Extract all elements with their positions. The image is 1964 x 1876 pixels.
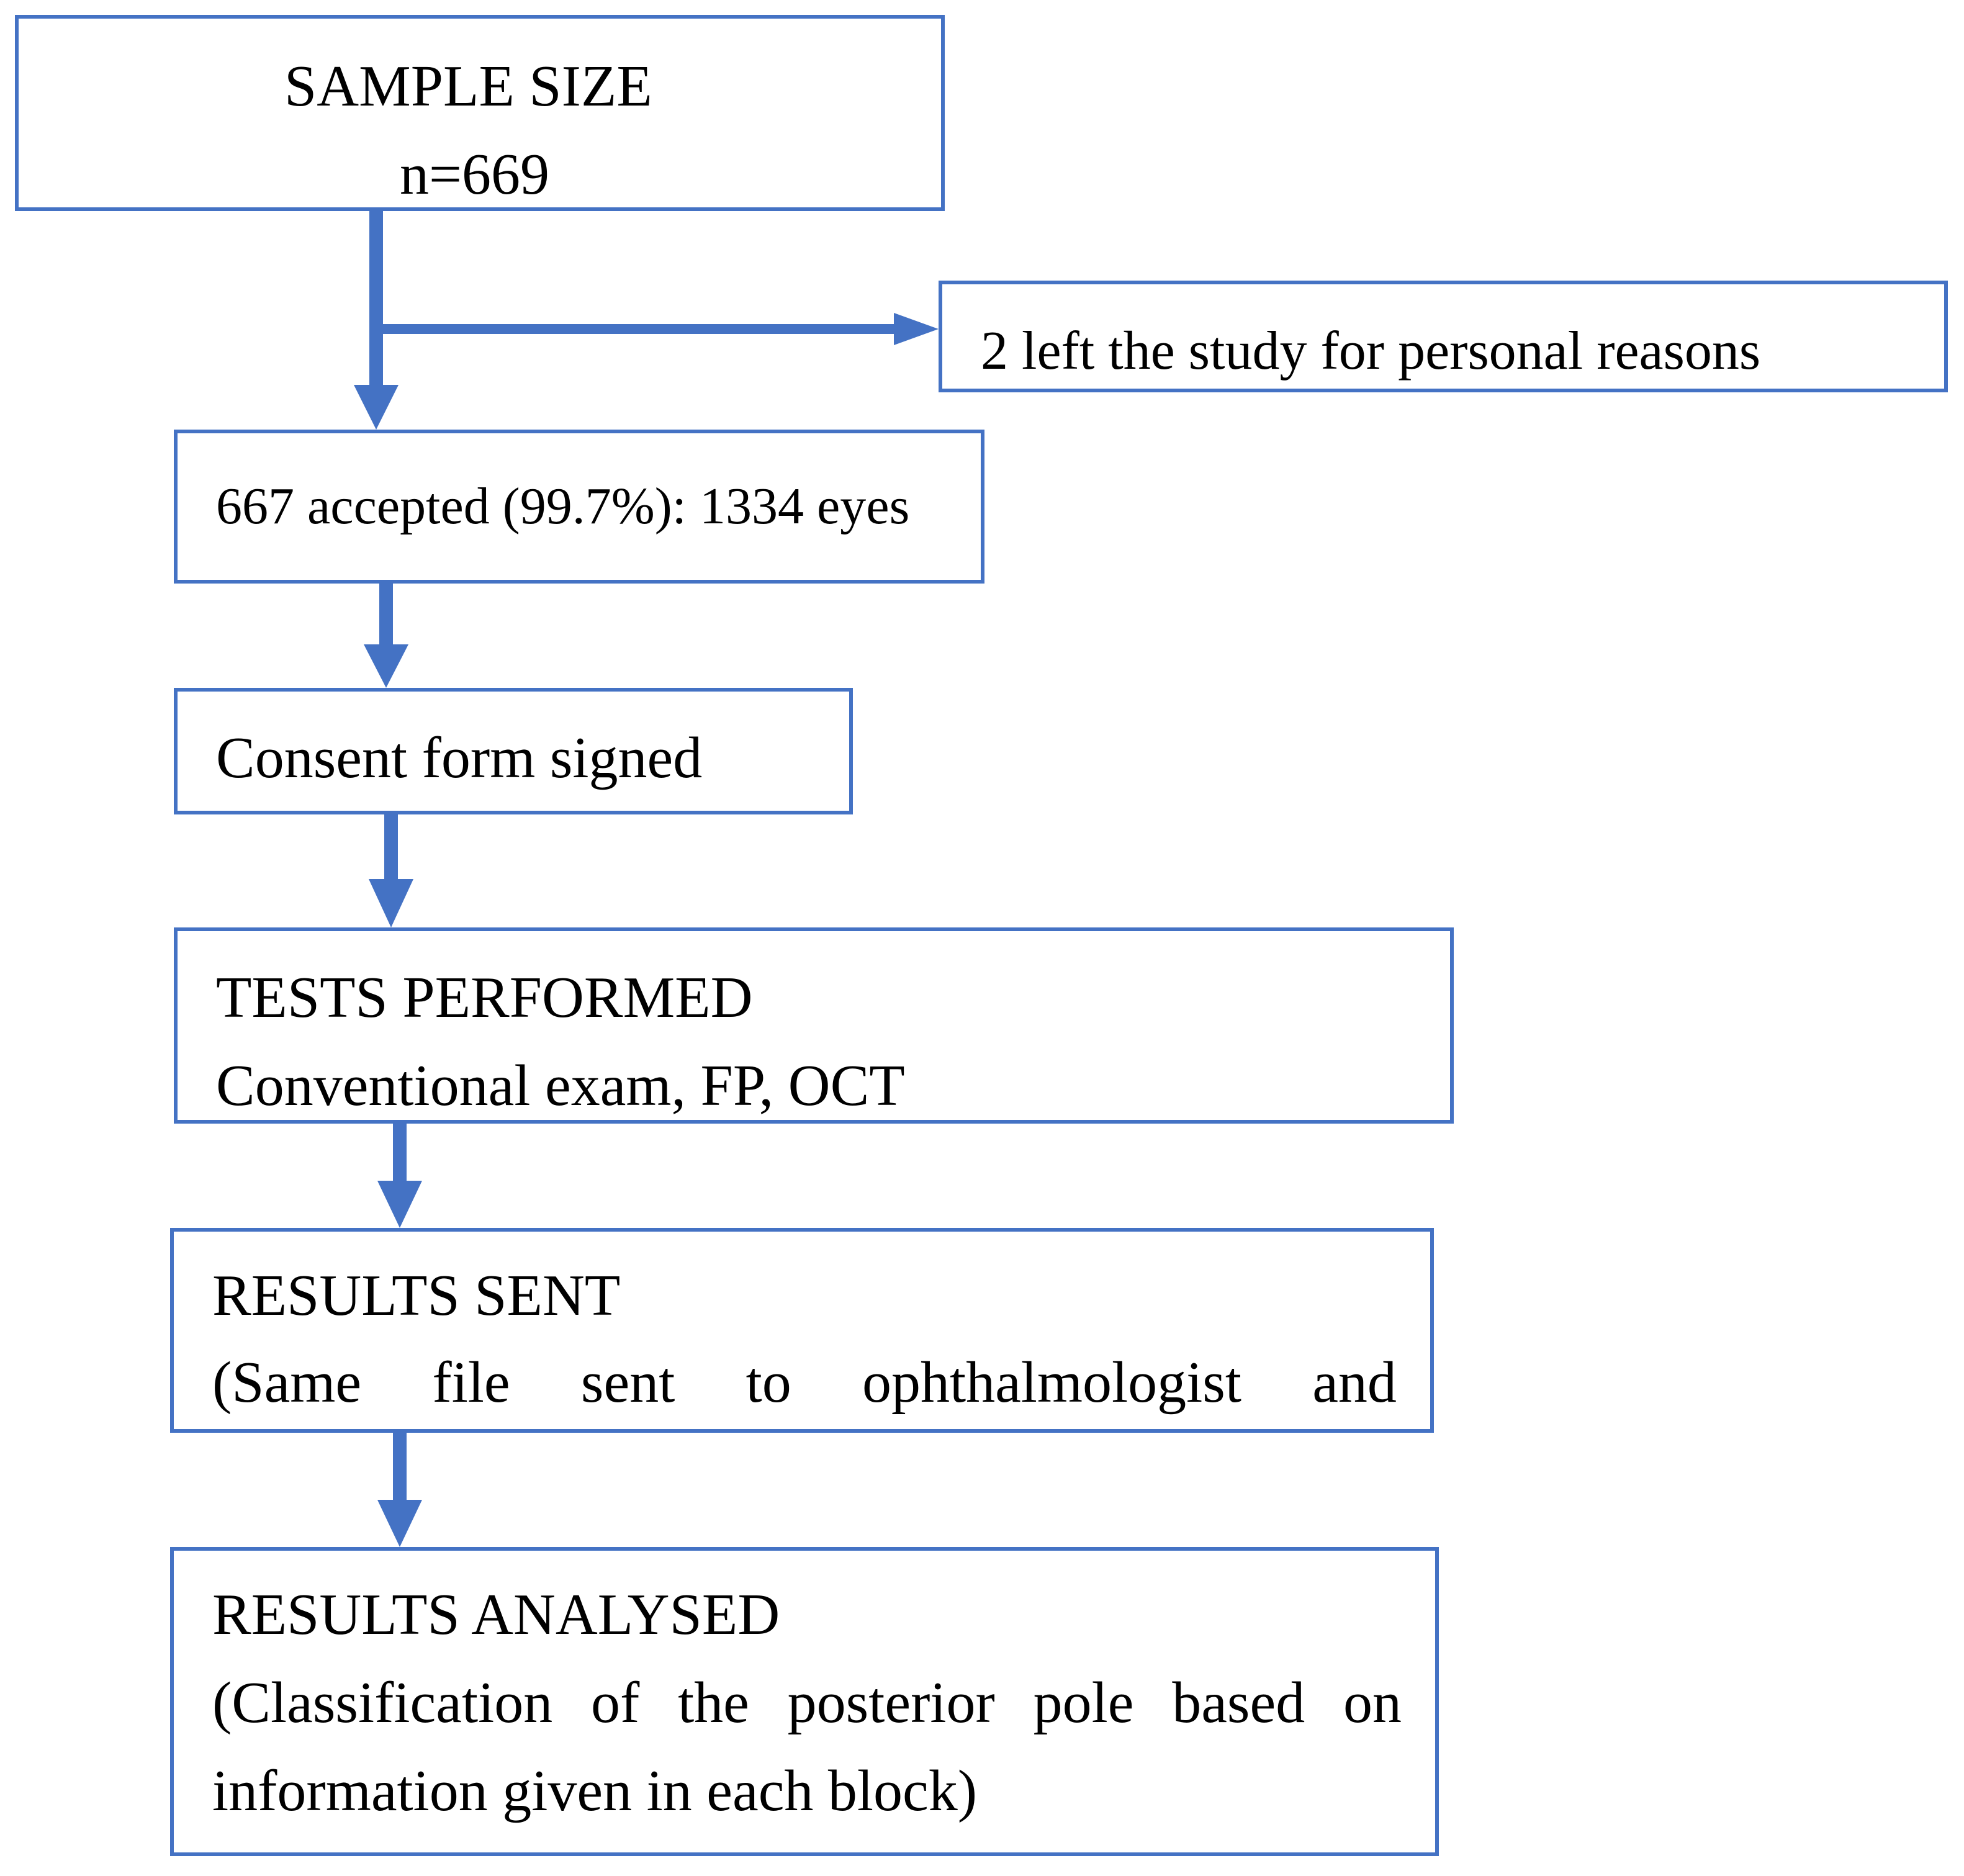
arrow-tests-to-sent-head bbox=[377, 1181, 422, 1228]
results-analysed-word: posterior bbox=[787, 1671, 995, 1735]
arrow-accepted-to-consent-head bbox=[364, 644, 408, 688]
results-analysed-word: (Classification bbox=[212, 1671, 553, 1735]
arrow-sample-to-accepted-head bbox=[354, 385, 399, 430]
arrow-consent-to-tests-head bbox=[369, 879, 413, 927]
results-analysed-detail-line-2: information given in each block) bbox=[212, 1759, 978, 1823]
arrow-to-left-study-head bbox=[894, 313, 939, 345]
results-analysed-word: based bbox=[1172, 1671, 1305, 1735]
results-analysed-word: on bbox=[1343, 1671, 1402, 1735]
left-study-text: 2 left the study for personal reasons bbox=[981, 321, 1761, 381]
sample-size-count: n=669 bbox=[400, 142, 550, 207]
sample-size-box: SAMPLE SIZE n=669 bbox=[15, 15, 945, 211]
results-sent-word: and bbox=[1312, 1350, 1397, 1415]
accepted-box: 667 accepted (99.7%): 1334 eyes bbox=[174, 430, 984, 584]
results-sent-word: (Same bbox=[212, 1350, 362, 1415]
results-analysed-box: RESULTS ANALYSED (Classification of the … bbox=[170, 1547, 1439, 1856]
tests-performed-detail: Conventional exam, FP, OCT bbox=[216, 1053, 905, 1118]
results-sent-box: RESULTS SENT (Same file sent to ophthalm… bbox=[170, 1228, 1434, 1433]
accepted-text: 667 accepted (99.7%): 1334 eyes bbox=[216, 477, 910, 535]
results-sent-word: file bbox=[432, 1350, 510, 1415]
left-study-box: 2 left the study for personal reasons bbox=[939, 281, 1948, 392]
consent-text: Consent form signed bbox=[216, 726, 703, 790]
tests-performed-title: TESTS PERFORMED bbox=[216, 965, 753, 1030]
arrow-sent-to-analysed-head bbox=[377, 1500, 422, 1547]
results-analysed-word: of bbox=[590, 1671, 640, 1735]
results-analysed-title: RESULTS ANALYSED bbox=[212, 1582, 780, 1647]
sample-size-title: SAMPLE SIZE bbox=[284, 54, 652, 119]
results-sent-title: RESULTS SENT bbox=[212, 1263, 621, 1328]
consent-box: Consent form signed bbox=[174, 688, 853, 814]
tests-performed-box: TESTS PERFORMED Conventional exam, FP, O… bbox=[174, 927, 1454, 1124]
results-sent-detail: (Same file sent to ophthalmologist and bbox=[212, 1353, 1397, 1412]
results-analysed-word: pole bbox=[1033, 1671, 1134, 1735]
results-sent-word: to bbox=[746, 1350, 791, 1415]
results-analysed-word: the bbox=[678, 1671, 749, 1735]
results-sent-word: sent bbox=[580, 1350, 675, 1415]
results-analysed-detail-line-1: (Classification of the posterior pole ba… bbox=[212, 1674, 1402, 1732]
results-sent-word: ophthalmologist bbox=[862, 1350, 1241, 1415]
